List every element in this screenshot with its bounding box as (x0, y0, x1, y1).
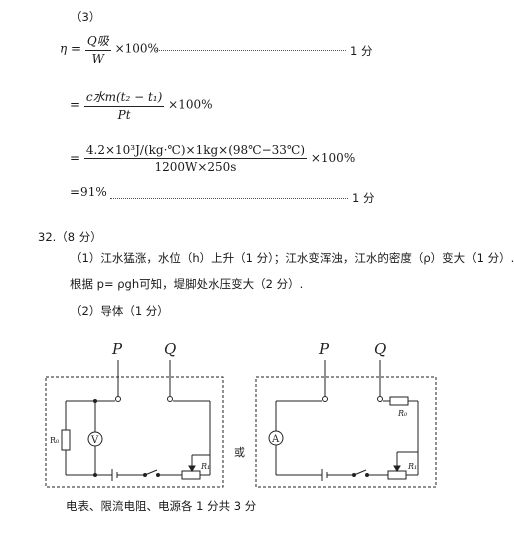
right-terminal-p (322, 396, 328, 402)
eq2-fraction: c水m(t₂ − t₁) Pt (83, 88, 165, 122)
left-terminal-q (167, 396, 173, 402)
eq1-tail: ×100% (114, 41, 159, 56)
voltmeter-label: V (90, 435, 99, 446)
left-label-q: Q (164, 340, 176, 358)
q32-line-2: 根据 p= ρgh可知，堤脚处水压变大（2 分）. (70, 277, 304, 291)
q32-heading: 32.（8 分） (38, 230, 102, 244)
equation-1: η = Q吸 W ×100% (60, 32, 159, 66)
eq1-lhs: η = (60, 41, 82, 56)
eq4-dotted-leader (110, 198, 348, 199)
eq3-numerator: 4.2×10³J/(kg·℃)×1kg×(98℃−33℃) (83, 143, 308, 159)
left-label-r0: R₀ (50, 436, 59, 445)
left-label-r1: R₁ (200, 462, 210, 471)
left-rheostat-r1 (181, 470, 201, 480)
left-terminal-p (115, 396, 121, 402)
eq2-tail: ×100% (168, 97, 213, 112)
part3-label: （3） (70, 10, 101, 24)
q32-line-3: （2）导体（1 分） (70, 304, 169, 318)
q32-line-1: （1）江水猛涨，水位（h）上升（1 分）；江水变浑浊，江水的密度（ρ）变大（1 … (70, 251, 514, 265)
footer-note: 电表、限流电阻、电源各 1 分共 3 分 (66, 499, 257, 513)
eq2-lhs: = (70, 97, 81, 112)
right-rheostat-r1 (387, 470, 407, 480)
eq2-numerator: c水m(t₂ − t₁) (83, 88, 165, 107)
left-resistor-r0 (61, 429, 71, 451)
circuit-diagrams: P Q R₀ V R₁ 或 P Q A R₀ R₁ (45, 340, 437, 488)
equation-4: =91% (70, 185, 107, 199)
eq1-dotted-leader (156, 50, 346, 51)
left-label-p: P (111, 340, 123, 358)
right-resistor-r0 (389, 396, 409, 406)
right-circuit-box (255, 376, 437, 488)
eq1-numerator: Q吸 (84, 32, 111, 51)
eq2-denominator: Pt (117, 108, 131, 122)
eq1-fraction: Q吸 W (84, 32, 111, 66)
eq4-score: 1 分 (352, 191, 375, 205)
eq3-fraction: 4.2×10³J/(kg·℃)×1kg×(98℃−33℃) 1200W×250s (83, 143, 308, 174)
equation-3: = 4.2×10³J/(kg·℃)×1kg×(98℃−33℃) 1200W×25… (70, 143, 355, 174)
eq1-denominator: W (91, 52, 104, 66)
right-terminal-q (377, 396, 383, 402)
ammeter-label: A (271, 434, 280, 445)
eq1-score: 1 分 (350, 44, 373, 58)
left-circuit-box (45, 376, 224, 488)
eq3-lhs: = (70, 151, 81, 165)
right-label-q: Q (374, 340, 386, 358)
eq3-denominator: 1200W×250s (154, 160, 237, 174)
eq3-tail: ×100% (310, 151, 356, 165)
or-label: 或 (234, 446, 245, 459)
equation-2: = c水m(t₂ − t₁) Pt ×100% (70, 88, 213, 122)
right-label-r0: R₀ (397, 409, 408, 418)
right-label-r1: R₁ (407, 462, 417, 471)
right-label-p: P (318, 340, 330, 358)
